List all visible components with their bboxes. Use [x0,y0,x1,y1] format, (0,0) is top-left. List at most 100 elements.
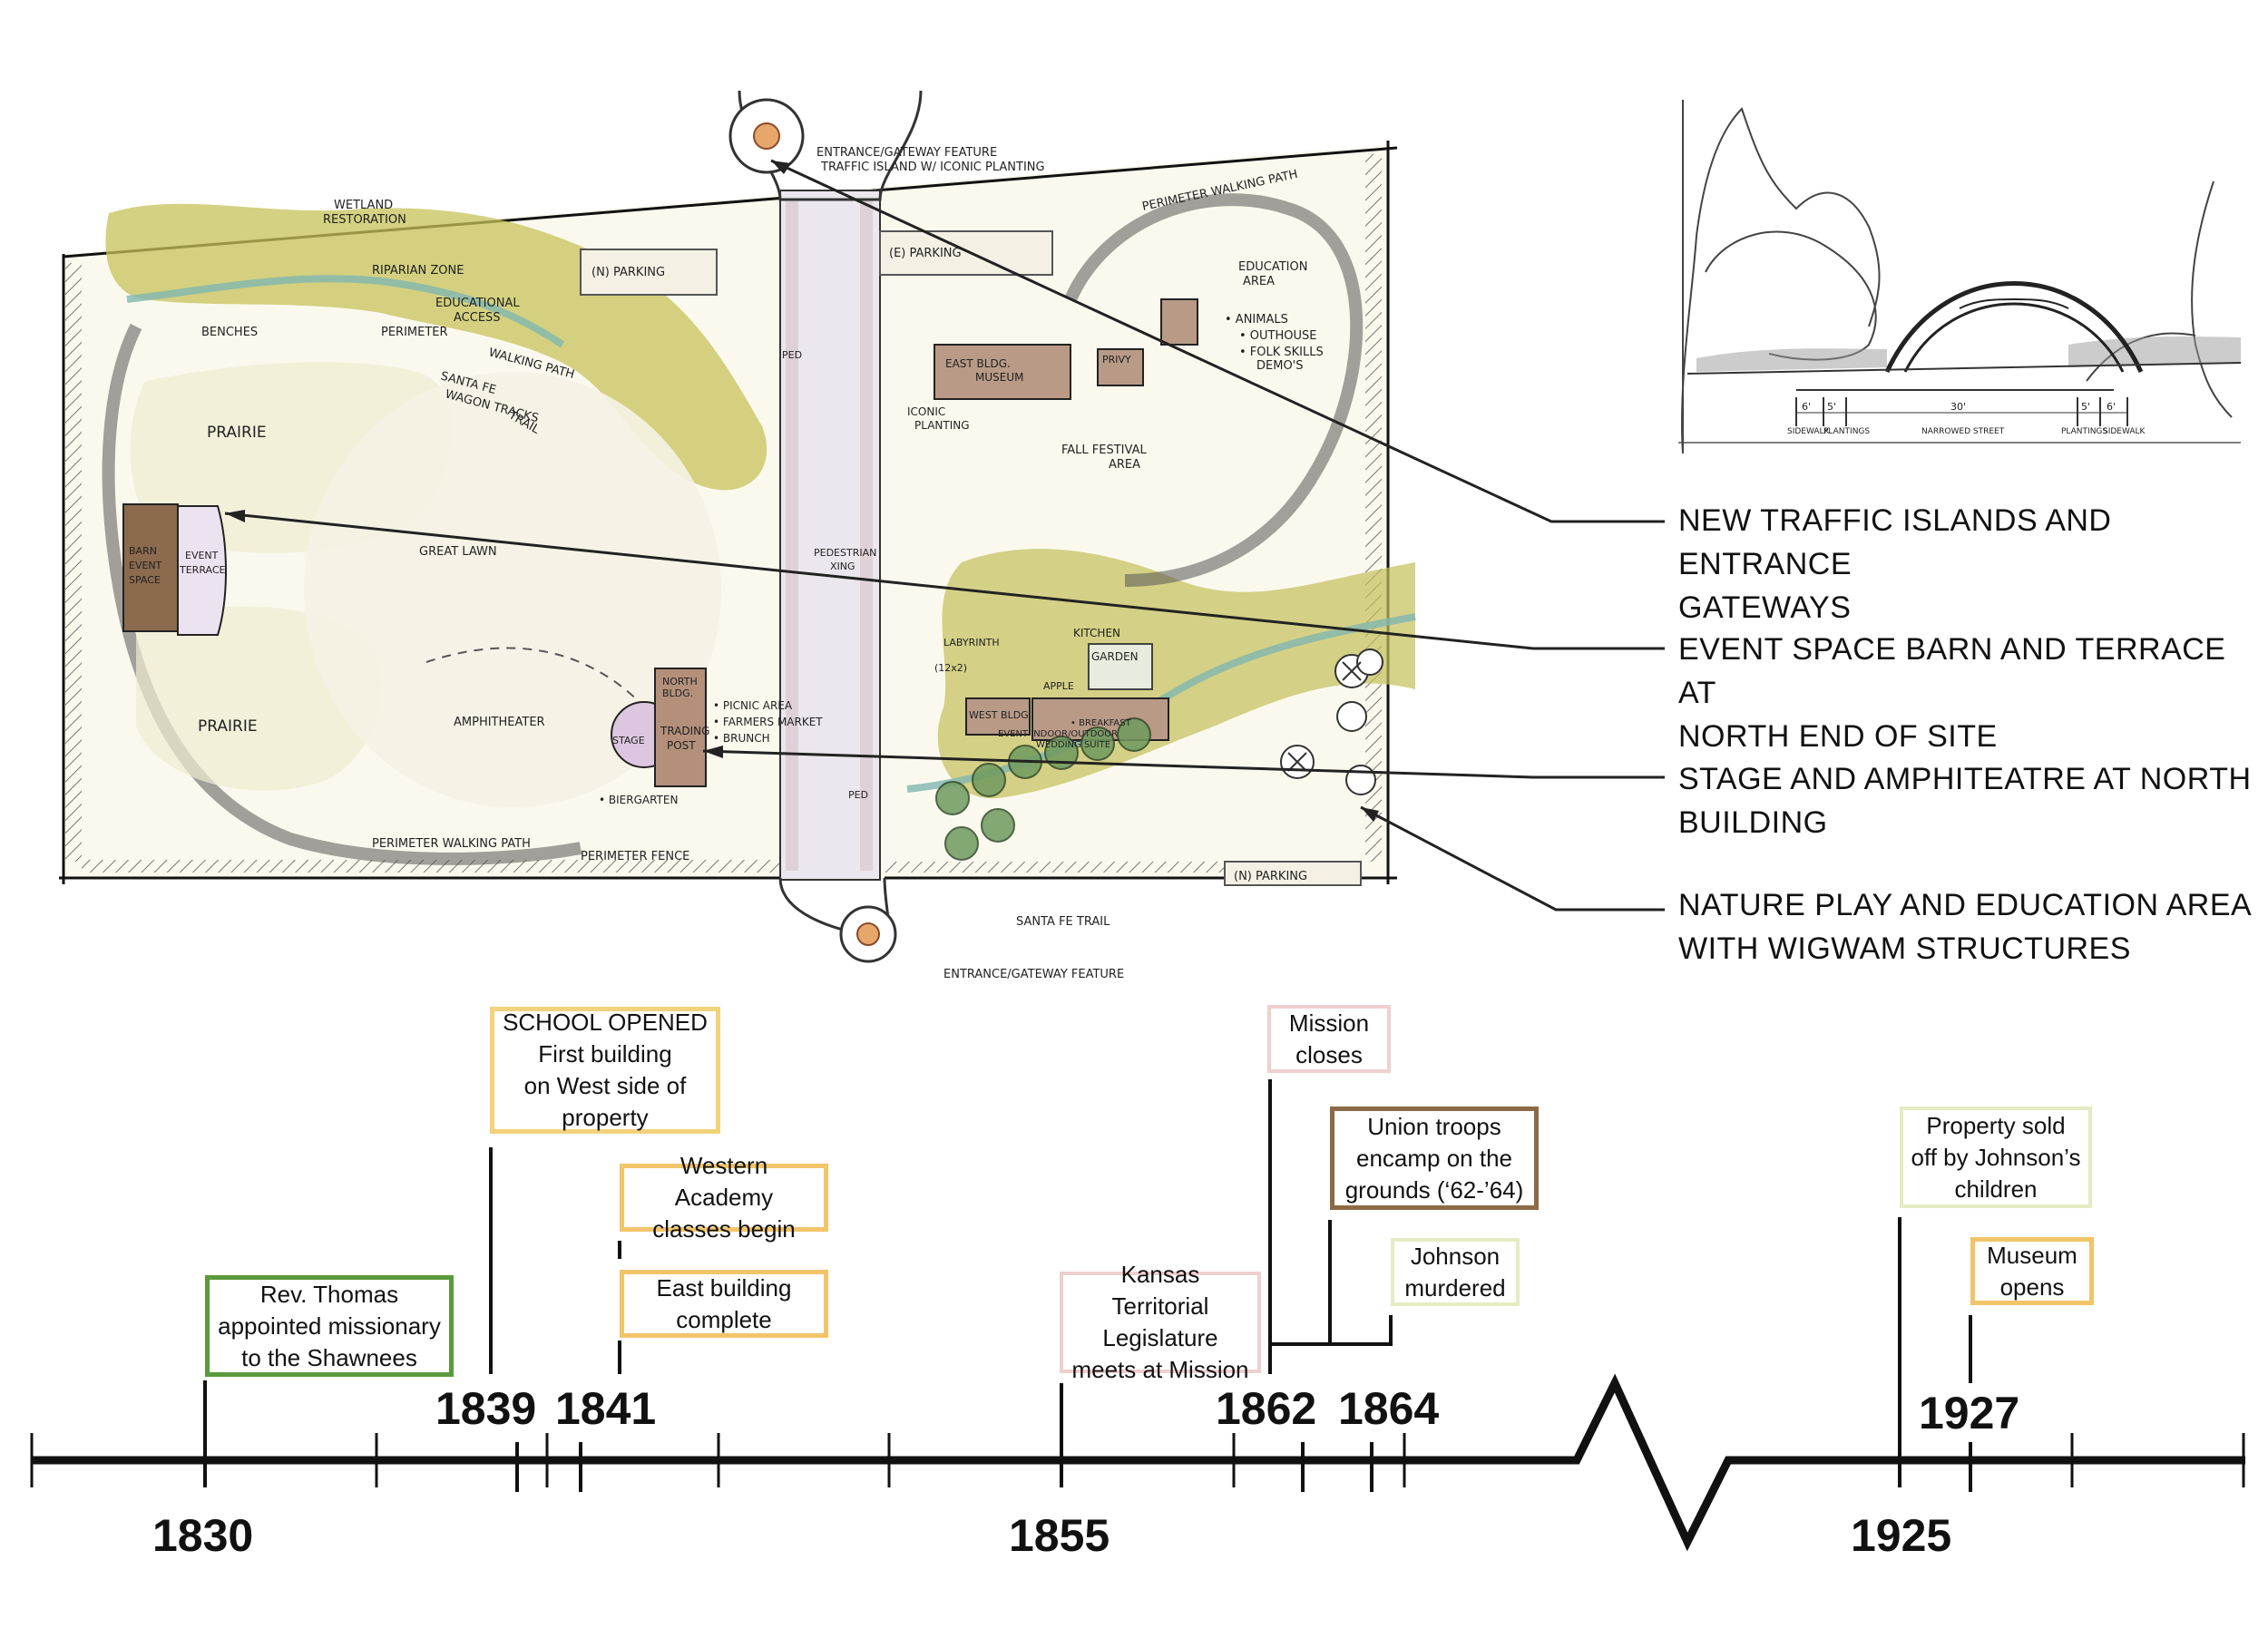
event-rev-thomas: Rev. Thomas appointed missionary to the … [205,1275,454,1377]
event-western-academy: Western Academy classes begin [620,1152,828,1243]
callout-event-barn-line1: EVENT SPACE BARN AND TERRACE AT [1678,632,2226,710]
timeline [30,1079,2245,1552]
plan-label-access: ACCESS [454,311,501,325]
year-1927: 1927 [1919,1388,2019,1438]
plan-label-space: SPACE [129,574,161,586]
plan-label-wedding: WEDDING SUITE [1036,740,1110,750]
plan-label-stage: STAGE [612,735,645,746]
callout-nature-line2: WITH WIGWAM STRUCTURES [1678,931,2131,966]
callout-traffic-islands: NEW TRAFFIC ISLANDS AND ENTRANCE GATEWAY… [1678,499,2268,629]
plan-label-amphitheater: AMPHITHEATER [454,716,545,729]
year-1855: 1855 [1009,1510,1110,1561]
plan-label-picnic: • PICNIC AREA [713,699,793,712]
plan-label-education-area: AREA [1243,275,1275,288]
plan-label-planting: PLANTING [914,419,970,432]
section-dim-3-label: NARROWED STREET [1921,427,2005,436]
section-dim-4-value: 5' [2081,401,2090,413]
year-1839: 1839 [435,1383,536,1434]
event-museum-opens: Museum opens [1970,1237,2094,1305]
plan-label-great-lawn: GREAT LAWN [419,545,497,559]
plan-label-education: EDUCATION [1238,260,1307,274]
callout-event-barn-line2: NORTH END OF SITE [1678,719,1998,754]
timeline-year-labels: 1839 1841 1862 1864 1927 1830 1855 1925 [152,1383,2019,1561]
plan-label-n-parking-bottom: (N) PARKING [1234,870,1307,883]
plan-label-biergarten: • BIERGARTEN [599,794,678,806]
plan-label-traffic-island: TRAFFIC ISLAND W/ ICONIC PLANTING [820,161,1045,174]
section-dim-5-label: SIDEWALK [2103,427,2146,436]
plan-label-event-terrace: EVENT [185,550,219,561]
plan-label-n-parking: (N) PARKING [591,266,665,279]
plan-label-e-parking: (E) PARKING [889,247,962,260]
event-kansas-legislature: Kansas Territorial Legislature meets at … [1060,1261,1261,1383]
plan-label-prairie-bottom: PRAIRIE [198,717,258,736]
event-school-opened: SCHOOL OPENED First building on West sid… [490,1007,720,1134]
plan-label-benches: BENCHES [201,326,258,339]
plan-label-perimeter: PERIMETER [381,326,448,339]
callout-nature-line1: NATURE PLAY AND EDUCATION AREA [1678,888,2253,922]
plan-label-brunch: • BRUNCH [713,732,770,745]
plan-label-iconic: ICONIC [907,405,945,418]
plan-label-apple: APPLE [1043,680,1074,692]
plan-label-west-bldg: WEST BLDG. [969,709,1031,721]
callout-traffic-islands-line2: GATEWAYS [1678,590,1852,625]
event-mission-closes: Mission closes [1267,1005,1391,1073]
year-1841: 1841 [555,1383,656,1434]
event-johnson-murdered: Johnson murdered [1391,1238,1520,1306]
plan-label-wetland: WETLAND [334,199,393,212]
plan-label-east-bldg: EAST BLDG. [945,357,1011,370]
plan-label-restoration: RESTORATION [323,213,406,227]
plan-label-ped-bottom: PED [848,789,868,801]
event-union-troops: Union troops encamp on the grounds (‘62-… [1330,1107,1539,1210]
year-1862: 1862 [1216,1383,1316,1434]
section-dim-5-value: 6' [2107,401,2116,413]
plan-label-prairie-top: PRAIRIE [207,424,267,442]
year-1830: 1830 [152,1510,253,1561]
plan-label-privy: PRIVY [1102,354,1131,366]
plan-label-size: (12x2) [934,662,967,674]
plan-label-fall-festival: FALL FESTIVAL [1061,444,1147,457]
leader-lines [224,159,1665,912]
section-dim-3-value: 30' [1950,401,1966,413]
plan-label-post: POST [667,739,696,752]
plan-label-perimeter-path-bottom: PERIMETER WALKING PATH [372,837,531,851]
plan-label-kitchen: KITCHEN [1073,627,1120,639]
plan-label-breakfast: • BREAKFAST [1070,718,1132,728]
plan-label-event-indoor: EVENT INDOOR/OUTDOOR [998,729,1118,739]
plan-label-santa-fe-bottom: SANTA FE TRAIL [1016,915,1110,929]
callout-stage-amphitheatre: STAGE AND AMPHITEATRE AT NORTH BUILDING [1678,757,2252,844]
plan-label-xing: XING [830,561,855,572]
callout-event-barn: EVENT SPACE BARN AND TERRACE AT NORTH EN… [1678,628,2268,758]
plan-label-entrance-bottom: ENTRANCE/GATEWAY FEATURE [943,968,1124,981]
plan-label-ped-top: PED [782,349,802,361]
plan-label-folk: • FOLK SKILLS [1239,346,1324,359]
plan-label-event: EVENT [129,560,162,571]
plan-label-animals: • ANIMALS [1225,313,1288,327]
street-section-sketch: 6' SIDEWALK 5' PLANTINGS 30' NARROWED ST… [1678,100,2242,454]
section-dim-4-label: PLANTINGS [2061,427,2107,436]
callout-stage-line1: STAGE AND AMPHITEATRE AT NORTH [1678,762,2252,796]
plan-label-farmers-market: • FARMERS MARKET [713,716,823,728]
section-dim-2-value: 5' [1827,401,1836,413]
section-dim-1-label: SIDEWALK [1787,427,1831,436]
event-east-building: East building complete [620,1270,828,1338]
plan-label-outhouse: • OUTHOUSE [1239,329,1316,343]
plan-label-educational: EDUCATIONAL [435,297,520,310]
year-1864: 1864 [1338,1383,1439,1434]
plan-label-bldg: BLDG. [662,687,693,699]
site-plan: ENTRANCE/GATEWAY FEATURE TRAFFIC ISLAND … [59,90,1416,981]
callout-stage-line2: BUILDING [1678,805,1828,840]
plan-label-area: AREA [1109,458,1140,472]
plan-label-terrace: TERRACE [179,564,226,576]
leader-arrowheads [225,161,1379,822]
section-dim-2-label: PLANTINGS [1823,427,1870,436]
plan-label-museum: MUSEUM [975,371,1023,384]
plan-label-riparian: RIPARIAN ZONE [372,264,464,278]
plan-label-barn: BARN [129,545,157,557]
callout-traffic-islands-line1: NEW TRAFFIC ISLANDS AND ENTRANCE [1678,503,2112,581]
plan-label-trading: TRADING [660,725,709,737]
plan-label-perimeter-fence: PERIMETER FENCE [581,850,689,863]
event-property-sold: Property sold off by Johnson’s children [1900,1107,2092,1208]
plan-label-demos: DEMO'S [1256,359,1304,373]
plan-label-garden: GARDEN [1091,650,1139,663]
